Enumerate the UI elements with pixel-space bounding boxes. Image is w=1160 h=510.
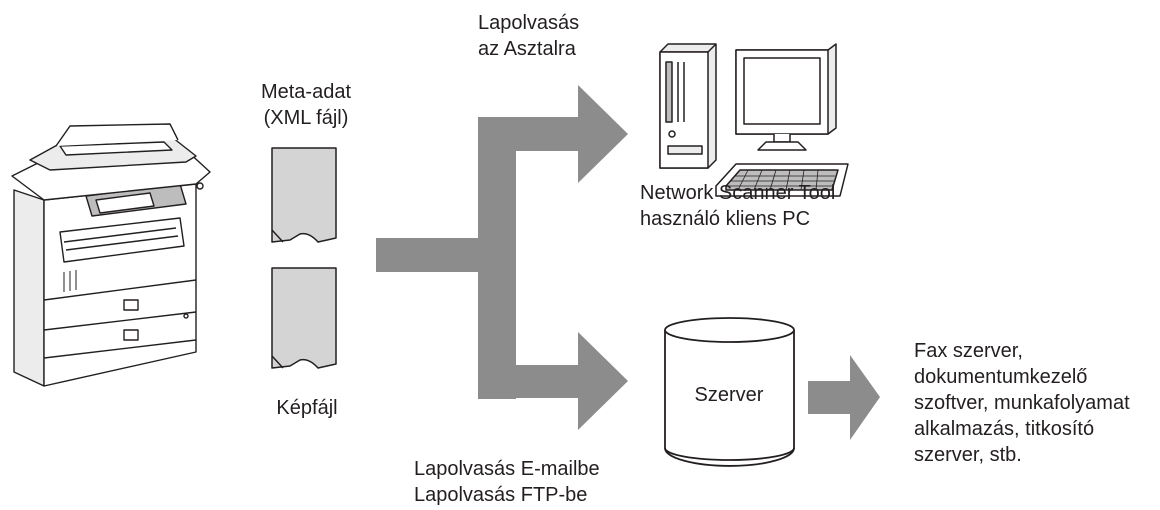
desktop-computer-icon: [659, 43, 849, 197]
multifunction-printer-icon: [11, 123, 211, 387]
image-file-label: Képfájl: [276, 397, 338, 419]
client-pc-label: Network Scanner Tool használó kliens PC: [640, 182, 836, 230]
main-stem-arrow: [376, 238, 486, 272]
flow-arrows: [376, 85, 880, 440]
server-database-icon: [664, 317, 795, 467]
server-out-arrow: [808, 355, 880, 440]
metadata-label: Meta-adat (XML fájl): [260, 81, 352, 129]
lower-arrow: [478, 332, 628, 430]
scan-to-email-ftp-label: Lapolvasás E-mailbe Lapolvasás FTP-be: [414, 458, 600, 506]
scan-to-desktop-label: Lapolvasás az Asztalra: [478, 12, 580, 60]
image-document-icon: [271, 267, 337, 369]
server-label: Szerver: [694, 384, 764, 406]
destinations-label: Fax szerver, dokumentumkezelő szoftver, …: [914, 340, 1130, 466]
xml-document-icon: [271, 147, 337, 243]
upper-arrow: [478, 85, 628, 183]
branch-bar: [478, 117, 516, 399]
